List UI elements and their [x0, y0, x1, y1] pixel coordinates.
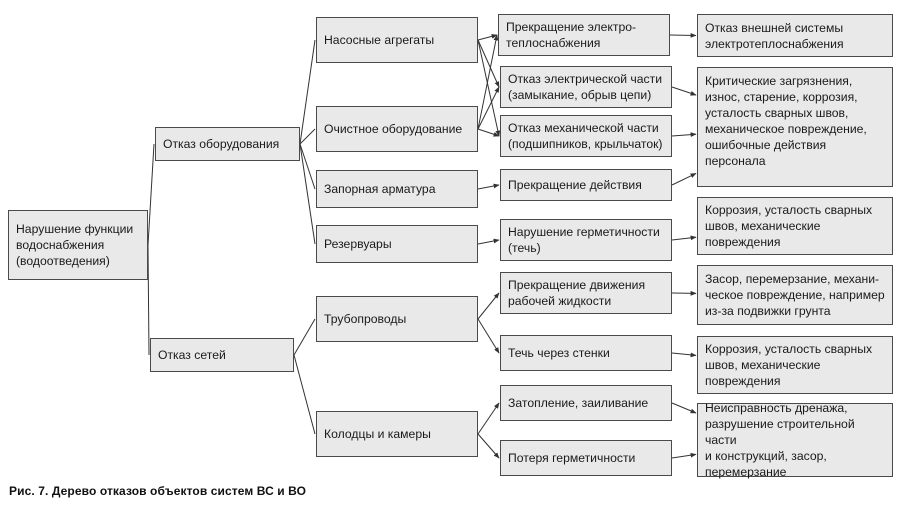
link-power_stop-to-ext_system	[669, 32, 697, 38]
link-networks-to-wells	[293, 354, 316, 435]
node-flow-stop: Прекращение движения рабочей жидкости	[500, 272, 672, 314]
link-seal_loss-to-drainage	[671, 452, 697, 459]
link-wall_leak-to-corrosion2	[671, 352, 697, 358]
link-mech_fail-to-critical	[671, 132, 697, 137]
node-power-supply-stop: Прекращение электро- теплоснабжения	[498, 14, 670, 56]
link-tanks-to-leak_tank	[477, 238, 500, 245]
link-wells-to-seal_loss	[477, 433, 500, 459]
link-pipes-to-wall_leak	[477, 318, 500, 354]
node-drainage-causes: Неисправность дренажа, разрушение строит…	[697, 401, 893, 479]
link-equipment-to-treatment	[299, 128, 316, 145]
link-networks-to-pipes	[293, 318, 316, 356]
node-critical-causes: Критические загрязнения, износ, старение…	[697, 67, 893, 187]
node-flooding: Затопление, заиливание	[500, 385, 672, 421]
node-corrosion-pipes: Коррозия, усталость сварных швов, механи…	[697, 336, 893, 394]
node-pipes: Трубопроводы	[316, 296, 478, 342]
link-treatment-to-mech_fail	[477, 128, 500, 137]
node-valves: Запорная арматура	[316, 170, 478, 208]
link-equipment-to-pumps	[299, 39, 316, 145]
node-electrical-failure: Отказ электрической части (замыкание, об…	[500, 66, 672, 108]
node-equipment-failure: Отказ оборудования	[155, 127, 300, 161]
node-seal-loss: Потеря герметичности	[500, 440, 672, 476]
link-wells-to-flooding	[477, 402, 500, 435]
link-equipment-to-valves	[299, 143, 316, 190]
node-action-stop: Прекращение действия	[500, 169, 672, 201]
link-flooding-to-drainage	[671, 402, 697, 414]
node-pumps: Насосные агрегаты	[316, 17, 478, 63]
node-external-system-failure: Отказ внешней системы электротеплоснабже…	[697, 14, 893, 57]
link-pumps-to-electric_fail	[477, 39, 500, 88]
link-root-to-equipment	[147, 143, 155, 246]
node-root: Нарушение функции водоснабжения (водоотв…	[8, 210, 148, 280]
link-pipes-to-flow_stop	[477, 292, 500, 320]
link-electric_fail-to-critical	[671, 86, 697, 96]
link-action_stop-to-critical	[671, 172, 697, 186]
figure-caption: Рис. 7. Дерево отказов объектов систем В…	[9, 484, 307, 498]
link-pumps-to-power_stop	[477, 34, 498, 41]
link-pumps-to-mech_fail	[477, 39, 501, 137]
node-treatment: Очистное оборудование	[316, 106, 478, 152]
node-corrosion-tanks: Коррозия, усталость сварных швов, механи…	[697, 197, 893, 255]
link-treatment-to-electric_fail	[477, 86, 500, 130]
node-tanks: Резервуары	[316, 225, 478, 263]
link-valves-to-action_stop	[477, 183, 500, 190]
link-root-to-networks	[147, 244, 150, 356]
link-equipment-to-tanks	[299, 143, 316, 245]
link-treatment-to-power_stop	[477, 34, 499, 130]
node-network-failure: Отказ сетей	[150, 338, 294, 372]
node-blockage-causes: Засор, перемерзание, механи- ческое повр…	[697, 265, 893, 325]
node-mechanical-failure: Отказ механической части (подшипников, к…	[500, 115, 672, 157]
node-wall-leak: Течь через стенки	[500, 335, 672, 371]
node-wells: Колодцы и камеры	[316, 411, 478, 457]
link-leak_tank-to-corrosion1	[671, 235, 697, 241]
node-tank-leak: Нарушение герметичности (течь)	[500, 219, 672, 261]
